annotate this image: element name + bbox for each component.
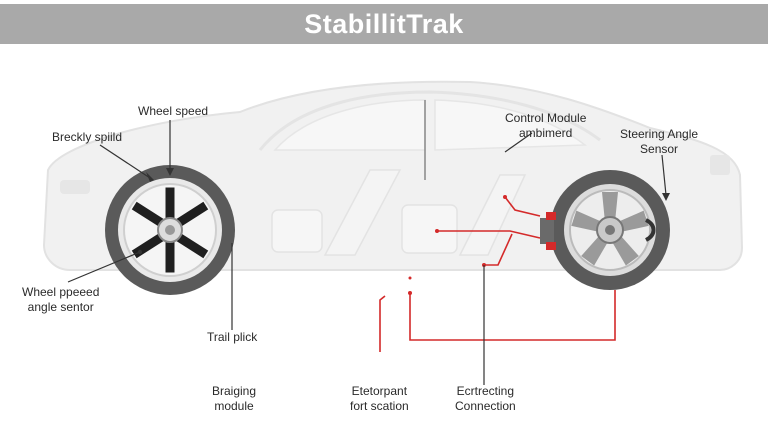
leader-arrowheads — [137, 168, 670, 255]
rear-wheel — [550, 170, 670, 290]
front-wheel-spokes — [131, 187, 209, 273]
label-ecrtrecting: Ecrtrecting Connection — [455, 384, 516, 414]
label-trail-plick: Trail plick — [207, 330, 258, 344]
leader-breckly — [99, 144, 151, 179]
wheel-speed-sensor-right — [540, 212, 556, 250]
label-wheel-ppeeed-line1: Wheel ppeeed — [22, 285, 100, 299]
front-seat — [271, 209, 323, 253]
label-braiging-module: Braiging module — [212, 384, 256, 414]
taillight — [710, 155, 730, 175]
car-roof-line — [258, 90, 601, 151]
leader-lines — [67, 120, 667, 385]
diagram-title: StabillitTrak — [304, 8, 464, 39]
seat-back-rear — [458, 174, 527, 256]
headlight — [60, 180, 90, 194]
wire-connectors — [408, 195, 507, 295]
leader-wheel-ppeeed — [67, 251, 141, 283]
label-steering-angle-sensor: Steering Angle Sensor — [620, 127, 698, 157]
label-ecrtrecting-line1: Ecrtrecting — [456, 384, 515, 398]
label-ecrtrecting-line2: Connection — [455, 399, 516, 413]
label-wheel-ppeeed: Wheel ppeeed angle sentor — [22, 285, 99, 315]
label-etetorpant-line1: Etetorpant — [351, 384, 408, 398]
label-braiging-line2: module — [214, 399, 254, 413]
title-bar: StabillitTrak — [0, 4, 768, 44]
label-braiging-line1: Braiging — [212, 384, 257, 398]
label-etetorpant: Etetorpant fort scation — [350, 384, 409, 414]
label-breckly-spiild: Breckly spiild — [52, 130, 123, 144]
red-wiring — [379, 196, 616, 352]
label-wheel-ppeeed-line2: angle sentor — [27, 300, 94, 314]
car-window-rear — [434, 99, 588, 151]
label-steering-line1: Steering Angle — [620, 127, 699, 141]
label-control-module-line1: Control Module — [505, 111, 587, 125]
label-etetorpant-line2: fort scation — [350, 399, 409, 413]
leader-steering — [661, 154, 667, 196]
front-wheel — [105, 165, 235, 295]
leader-control-module — [504, 132, 533, 153]
label-control-module-line2: ambimerd — [519, 126, 573, 140]
label-control-module: Control Module ambimerd — [505, 111, 586, 141]
label-wheel-speed: Wheel speed — [138, 104, 209, 118]
seat-back — [323, 169, 402, 256]
rear-seat — [401, 204, 458, 254]
label-steering-line2: Sensor — [640, 142, 679, 156]
